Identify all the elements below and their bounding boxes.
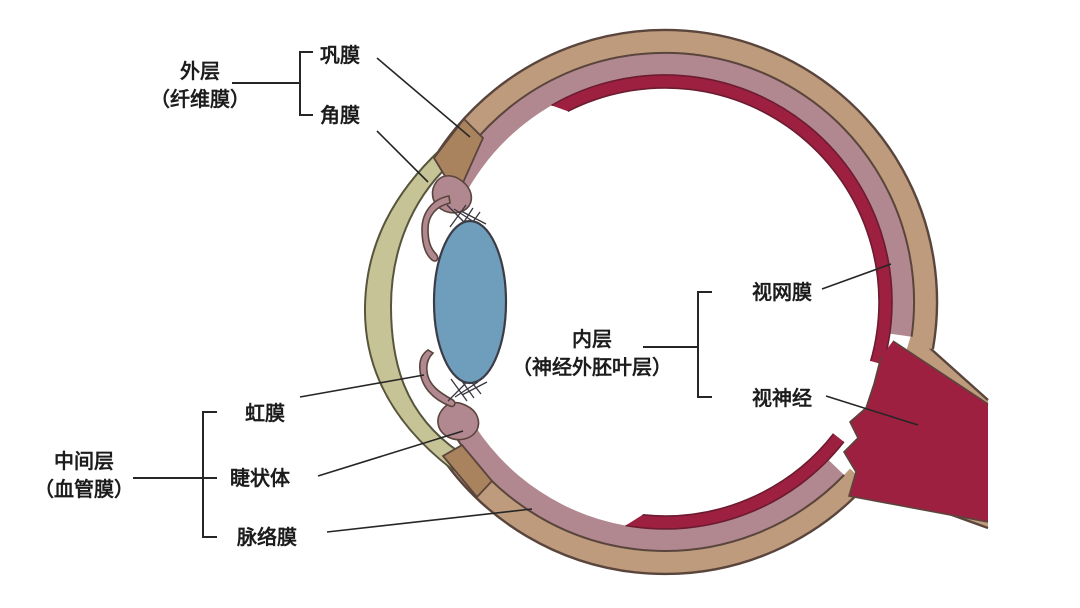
optic-nerve-shape — [844, 341, 988, 522]
iris-lower — [419, 349, 456, 408]
outer-layer-title: 外层 — [180, 61, 220, 83]
brackets — [133, 51, 712, 538]
cornea-label: 角膜 — [320, 105, 360, 127]
limbus-wedge-bottom — [441, 443, 494, 499]
leader-optic-nerve — [825, 395, 919, 426]
leader-cornea — [376, 130, 429, 183]
outer-layer-subtitle: （纤维膜） — [150, 89, 250, 111]
retina-label: 视网膜 — [752, 282, 812, 304]
middle-layer-label: 中间层 （血管膜） — [34, 448, 134, 504]
middle-layer-title: 中间层 — [54, 451, 114, 473]
optic-nerve-outline — [842, 340, 989, 523]
lens-shape — [432, 219, 508, 385]
retina-ring-lower — [625, 433, 844, 529]
optic-nerve-label: 视神经 — [752, 388, 812, 410]
leader-ciliary — [317, 430, 464, 477]
ciliary-body-bottom — [437, 401, 480, 441]
leader-choroid — [326, 508, 533, 533]
iris-upper — [421, 195, 451, 262]
outer-layer-label: 外层 （纤维膜） — [150, 58, 250, 114]
choroid-ring-lower — [449, 415, 845, 551]
ciliary-label: 睫状体 — [230, 468, 290, 490]
cornea-shape — [363, 147, 461, 472]
bracket-inner-layer — [643, 291, 712, 398]
bracket-outer-layer — [232, 51, 313, 116]
leader-iris — [299, 374, 425, 398]
sclera-outline — [433, 28, 939, 576]
choroid-label: 脉络膜 — [237, 527, 297, 549]
inner-layer-subtitle: （神经外胚叶层） — [512, 357, 672, 379]
bracket-middle-layer — [133, 411, 217, 538]
iris-label: 虹膜 — [245, 403, 285, 425]
leader-lines — [299, 57, 919, 533]
sclera-label: 巩膜 — [320, 45, 360, 67]
inner-layer-label: 内层 （神经外胚叶层） — [512, 326, 672, 382]
inner-layer-title: 内层 — [572, 329, 612, 351]
middle-layer-subtitle: （血管膜） — [34, 479, 134, 501]
retina-outline — [551, 74, 893, 530]
sclera-ring-lower — [442, 444, 868, 574]
leader-retina — [821, 263, 892, 290]
leader-sclera — [376, 57, 471, 138]
